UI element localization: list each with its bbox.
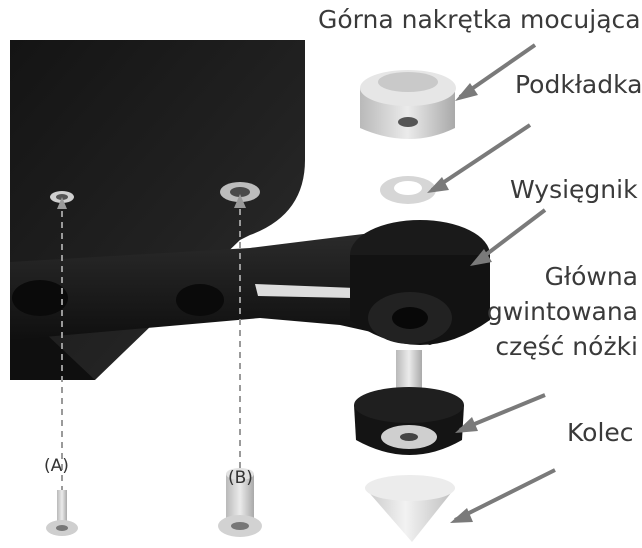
arm-slot — [255, 284, 355, 298]
pointer-arm — [470, 208, 547, 266]
label-main-leg-1: Główna — [544, 262, 638, 291]
arm-hole-mid — [176, 284, 224, 316]
arm-end-hub-hole — [392, 307, 428, 329]
screw-a-shaft — [57, 490, 67, 528]
pointer-washer — [427, 123, 532, 193]
label-main-leg-2: gwintowana — [486, 297, 638, 326]
label-top-nut: Górna nakrętka mocująca — [318, 5, 641, 34]
pointer-spike — [450, 468, 556, 523]
pointer-main-leg — [455, 393, 546, 433]
pointer-top-nut — [455, 43, 537, 101]
label-main-leg-3: część nóżki — [495, 332, 638, 361]
label-screw-a: (A) — [44, 456, 69, 476]
label-arm: Wysięgnik — [510, 175, 638, 204]
label-screw-b: (B) — [228, 468, 253, 488]
label-spike: Kolec — [567, 418, 634, 447]
label-washer: Podkładka — [515, 70, 642, 99]
arm-hole-left — [12, 280, 68, 316]
